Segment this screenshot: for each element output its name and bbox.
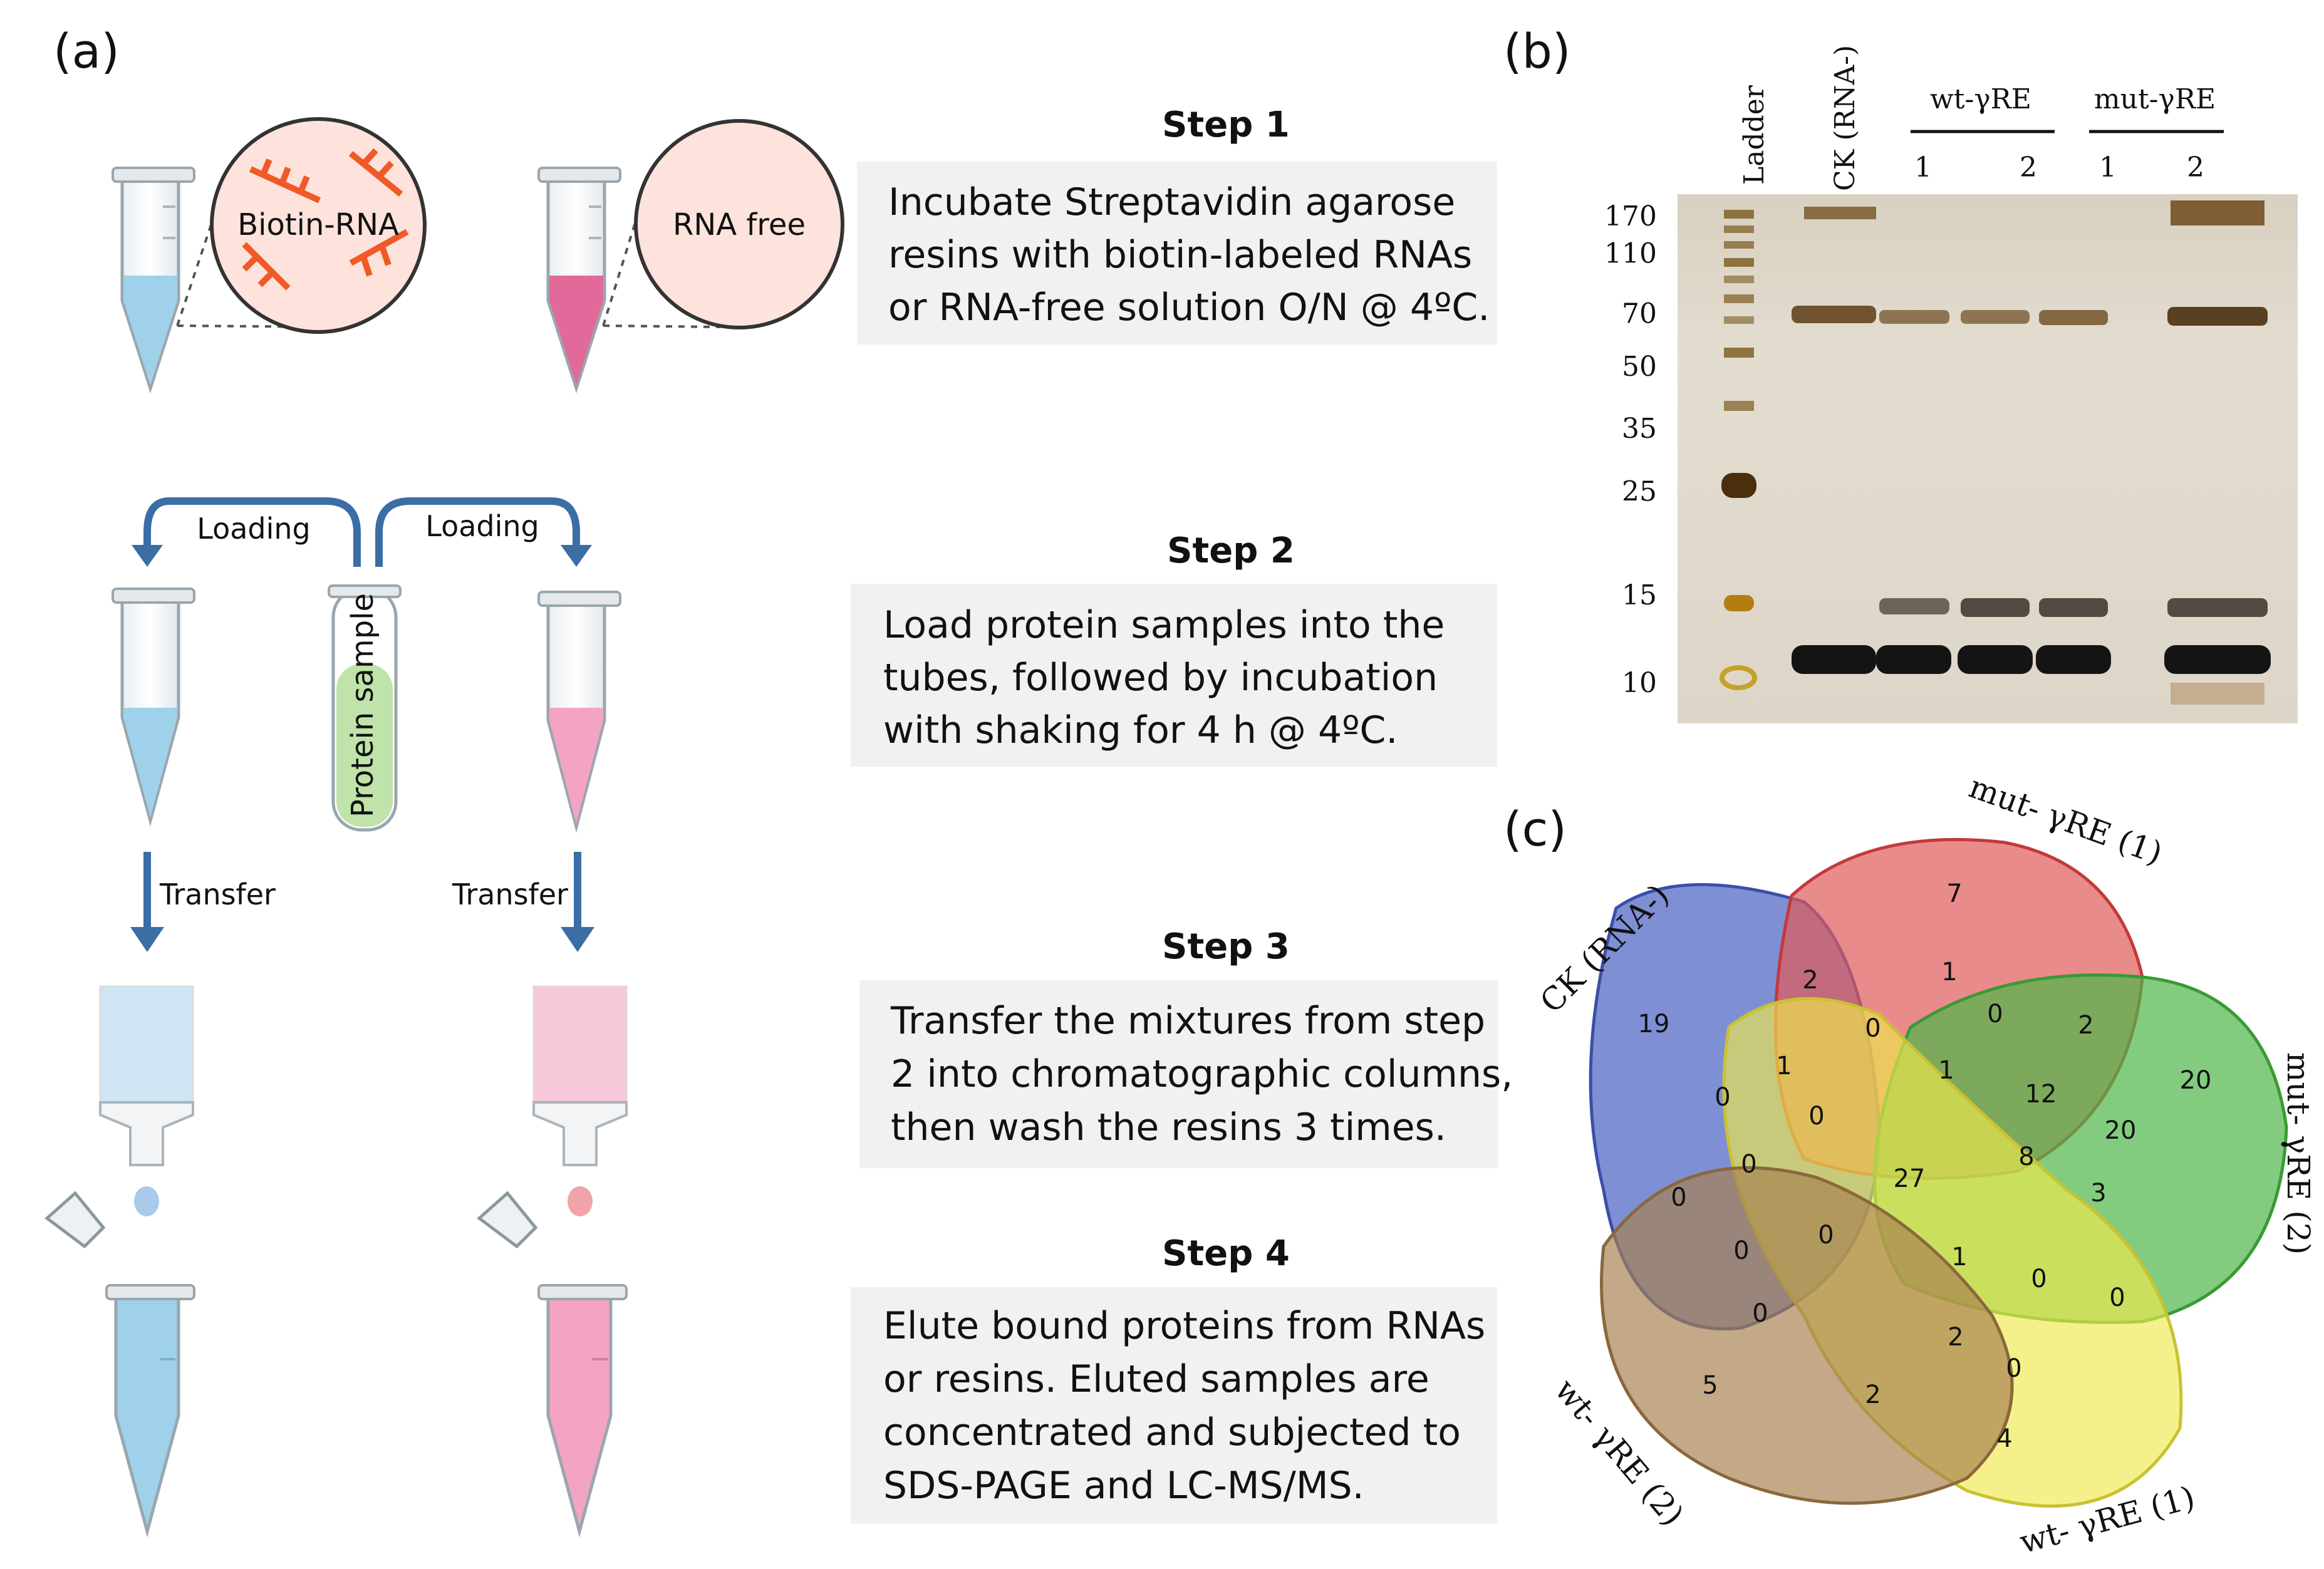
step3-line-3: then wash the resins 3 times. (891, 1106, 1446, 1149)
loading-left-label: Loading (197, 512, 310, 546)
step1-title: Step 1 (1162, 105, 1290, 145)
venn-count: 1 (1951, 1243, 1967, 1271)
panel-label-a: (a) (53, 23, 120, 79)
step2-line-1: Load protein samples into the (883, 603, 1445, 647)
venn-count: 0 (1865, 1014, 1880, 1043)
step3-title: Step 3 (1162, 926, 1290, 967)
step1-tube-rna-free (537, 167, 621, 394)
rna-free-label: RNA free (673, 207, 806, 242)
gel-marker-170: 170 (1604, 200, 1657, 232)
venn-count: 19 (1638, 1010, 1670, 1038)
gel-marker-50: 50 (1622, 351, 1657, 383)
step3-line-1: Transfer the mixtures from step (890, 999, 1485, 1043)
venn-count: 1 (1938, 1056, 1954, 1085)
step4-box (851, 1287, 1497, 1524)
venn-count: 7 (1946, 879, 1962, 908)
step2-tube-pink (537, 591, 621, 833)
venn-count: 1 (1776, 1052, 1792, 1080)
venn-count: 0 (1733, 1236, 1749, 1265)
loading-arrow-right (375, 497, 580, 567)
gel-marker-labels: 170 110 70 50 35 25 15 10 (1604, 200, 1657, 699)
step4-line-2: or resins. Eluted samples are (883, 1357, 1429, 1401)
venn-count: 5 (1702, 1371, 1718, 1400)
step4-line-4: SDS-PAGE and LC-MS/MS. (883, 1464, 1364, 1508)
gel-marker-25: 25 (1622, 476, 1657, 508)
gel-lane-ck: CK (RNA-) (1829, 45, 1861, 191)
gel-lane-ladder: Ladder (1738, 85, 1770, 185)
gel-marker-10: 10 (1622, 667, 1657, 699)
gel-marker-35: 35 (1622, 413, 1657, 445)
step2-line-2: tubes, followed by incubation (883, 656, 1438, 700)
column-pink (532, 985, 628, 1216)
venn-count: 20 (2180, 1066, 2212, 1095)
gel-marker-110: 110 (1604, 237, 1657, 269)
gel-marker-15: 15 (1622, 579, 1657, 611)
step2-tube-blue (112, 588, 195, 827)
step1-line-2: resins with biotin-labeled RNAs (888, 233, 1472, 277)
biotin-rna-icon (242, 148, 409, 291)
venn-count: 2 (1802, 966, 1818, 995)
venn-count: 4 (1996, 1424, 2012, 1453)
venn-count: 2 (2078, 1011, 2093, 1040)
protein-sample-tube (328, 584, 402, 832)
venn-count: 0 (1714, 1083, 1730, 1112)
rna-free-bubble (634, 119, 844, 329)
venn-count: 12 (2025, 1080, 2057, 1109)
venn-count: 1 (1941, 958, 1957, 986)
gel-group-wt: wt-γRE (1930, 83, 2031, 115)
step1-box (857, 162, 1497, 344)
protein-sample-label: Protein sample (345, 593, 380, 817)
gel-rep-wt-2: 2 (2020, 152, 2037, 184)
venn-count: 0 (2006, 1354, 2021, 1383)
venn-count: 0 (1987, 1000, 2003, 1028)
venn-count: 0 (2031, 1265, 2046, 1293)
panel-label-c: (c) (1503, 801, 1567, 857)
venn-count: 2 (1865, 1380, 1880, 1409)
venn-counts: 19 7 20 4 5 2 1 0 2 0 1 12 20 0 1 0 27 8… (1638, 879, 2212, 1453)
step4-line-3: concentrated and subjected to (883, 1411, 1461, 1454)
venn-label-mut2: mut- γRE (2) (2280, 1052, 2316, 1255)
venn-count: 3 (2090, 1179, 2106, 1208)
panel-label-b: (b) (1503, 23, 1571, 79)
gel-rep-wt-1: 1 (1914, 152, 1932, 184)
step3-line-2: 2 into chromatographic columns, (891, 1052, 1513, 1096)
venn-count: 0 (1741, 1150, 1756, 1179)
venn-set-wt2 (1600, 1166, 2014, 1505)
step1-tube-biotin (112, 167, 195, 394)
gel-marker-70: 70 (1622, 298, 1657, 329)
transfer-right-label: Transfer (452, 878, 568, 911)
venn-count: 0 (1671, 1183, 1686, 1212)
loading-arrow-left (143, 497, 361, 567)
step1-line-1: Incubate Streptavidin agarose (888, 180, 1455, 224)
step2-title: Step 2 (1167, 531, 1295, 571)
gel-rep-mut-2: 2 (2187, 152, 2204, 184)
biotin-rna-label: Biotin-RNA (237, 207, 399, 242)
gel-group-mut: mut-γRE (2094, 83, 2216, 115)
loading-right-label: Loading (425, 509, 539, 543)
gel-rep-mut-1: 1 (2099, 152, 2117, 184)
venn-count: 0 (1818, 1221, 1834, 1250)
step2-line-3: with shaking for 4 h @ 4ºC. (883, 708, 1398, 752)
venn-count: 0 (2109, 1283, 2125, 1312)
venn-count: 20 (2105, 1116, 2137, 1145)
step3-box (859, 980, 1498, 1168)
venn-count: 0 (1752, 1299, 1768, 1328)
venn-count: 27 (1894, 1164, 1926, 1193)
step1-line-3: or RNA-free solution O/N @ 4ºC. (888, 286, 1490, 329)
gel-image (1678, 194, 2298, 723)
step4-tube-pink (477, 1191, 628, 1538)
step4-tube-blue (44, 1191, 195, 1538)
venn-count: 0 (1808, 1102, 1824, 1131)
step2-box (851, 584, 1497, 767)
venn-count: 2 (1948, 1323, 1963, 1352)
transfer-left-label: Transfer (159, 878, 276, 911)
venn-count: 8 (2018, 1142, 2034, 1171)
step4-title: Step 4 (1162, 1233, 1290, 1274)
column-blue (99, 985, 194, 1216)
step4-line-1: Elute bound proteins from RNAs (883, 1304, 1485, 1348)
venn-diagram (1589, 837, 2288, 1508)
